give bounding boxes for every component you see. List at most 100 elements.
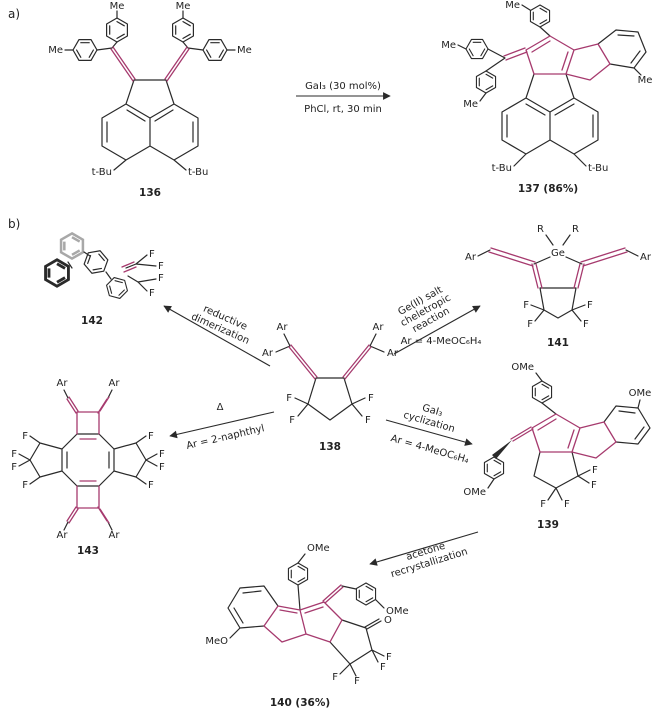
arrow-to-139: GaI₃ cyclization Ar = 4-MeOC₆H₄ <box>385 403 473 466</box>
atom-label-f: F <box>564 499 570 510</box>
structure-142: F F F F 142 <box>44 232 164 327</box>
atom-label-f: F <box>148 480 154 491</box>
atom-label-f: F <box>159 462 165 473</box>
atom-label-f: F <box>527 319 533 330</box>
atom-label-ar: Ar <box>640 252 652 263</box>
arrow-note: Ar = 4-MeOC₆H₄ <box>401 336 482 347</box>
structure-138: Ar Ar Ar Ar F F F F 138 <box>262 322 399 453</box>
bonds-138 <box>275 333 385 421</box>
panel-b-label: b) <box>8 217 20 231</box>
structure-137: Me Me Me Me t-Bu t-Bu 137 (86%) <box>441 0 652 195</box>
tolyl-ring <box>465 38 489 60</box>
tolyl-ring <box>475 70 497 94</box>
atom-label-ar: Ar <box>387 348 399 359</box>
atom-label-ge: Ge <box>551 248 565 259</box>
atom-label-f: F <box>354 676 360 687</box>
atom-label-meo: MeO <box>205 636 228 647</box>
anisyl-ring <box>355 582 377 606</box>
arrow-139-to-140: acetone recrystallization <box>369 531 479 580</box>
atom-label-ar: Ar <box>57 378 69 389</box>
atom-label-me: Me <box>441 40 456 51</box>
atom-label-f: F <box>289 415 295 426</box>
atom-label-ome: OMe <box>307 543 330 554</box>
atom-label-f: F <box>523 300 529 311</box>
atom-label-f: F <box>158 273 164 284</box>
arrow-line <box>169 411 275 439</box>
atom-label-ar: Ar <box>262 348 274 359</box>
atom-label-f: F <box>386 652 392 663</box>
atom-label-ar: Ar <box>373 322 385 333</box>
tolyl-ring <box>172 17 194 43</box>
arrow-line <box>385 419 473 446</box>
tolyl-ring <box>72 38 98 62</box>
helicene-ring-gray <box>59 232 85 260</box>
arrow-line <box>393 305 481 355</box>
atom-label-o: O <box>384 615 392 626</box>
bonds-143 <box>18 389 158 531</box>
atom-label-f: F <box>11 449 17 460</box>
atom-label-f: F <box>365 415 371 426</box>
atom-label-ar: Ar <box>57 530 69 541</box>
atom-label-f: F <box>286 393 292 404</box>
atom-label-me: Me <box>48 45 63 56</box>
atom-label-f: F <box>540 499 546 510</box>
cumulene-bonds-136 <box>110 46 190 82</box>
anisyl-ring <box>483 456 505 480</box>
atom-label-tbu: t-Bu <box>492 163 512 174</box>
arrow-line <box>163 305 271 367</box>
arrow-to-142: reductive dimerization <box>163 304 271 367</box>
atom-label-f: F <box>332 672 338 683</box>
atom-label-me: Me <box>463 99 478 110</box>
compound-label-139: 139 <box>537 519 559 531</box>
atom-label-me: Me <box>638 75 653 86</box>
bonds-142 <box>67 251 157 292</box>
atom-label-ar: Ar <box>277 322 289 333</box>
tolyl-ring <box>202 38 228 62</box>
atom-label-f: F <box>11 462 17 473</box>
atom-label-f: F <box>22 431 28 442</box>
atom-label-f: F <box>158 261 164 272</box>
arrow-label: Δ <box>217 402 224 413</box>
helicene-ring-bold <box>44 258 70 288</box>
anisyl-ring <box>531 380 553 404</box>
bonds-137 <box>457 4 647 167</box>
wedge-bond <box>492 440 512 459</box>
structure-141: Ge R R Ar Ar F F F F 141 <box>465 224 652 349</box>
atom-label-me: Me <box>176 1 191 12</box>
atom-label-tbu: t-Bu <box>188 167 208 178</box>
arrow-line <box>369 531 479 566</box>
atom-label-tbu: t-Bu <box>92 167 112 178</box>
atom-label-f: F <box>159 449 165 460</box>
atom-label-f: F <box>368 393 374 404</box>
atom-label-r: R <box>537 224 544 235</box>
structure-136: Me Me Me Me t-Bu t-Bu 136 <box>48 1 252 199</box>
bonds-136 <box>64 10 236 171</box>
atom-label-me: Me <box>237 45 252 56</box>
condition-line-2: PhCl, rt, 30 min <box>304 104 382 115</box>
atom-label-me: Me <box>505 0 520 11</box>
tolyl-ring <box>529 4 551 28</box>
highlight-bonds-137 <box>503 35 611 81</box>
arrow-note: Ar = 2-naphthyl <box>185 423 265 452</box>
compound-label-141: 141 <box>547 337 569 349</box>
compound-label-143: 143 <box>77 545 99 557</box>
highlight-bonds-139 <box>510 413 617 459</box>
atom-label-ome: OMe <box>386 606 409 617</box>
compound-label-137: 137 (86%) <box>518 183 578 195</box>
atom-label-ar: Ar <box>465 252 477 263</box>
atom-label-ar: Ar <box>109 530 121 541</box>
atom-label-r: R <box>572 224 579 235</box>
atom-label-f: F <box>583 319 589 330</box>
arrow-to-143: Δ Ar = 2-naphthyl <box>169 402 275 452</box>
structure-143: Ar Ar Ar Ar F F F F F F F F 143 <box>11 378 165 557</box>
compound-label-140: 140 (36%) <box>270 697 330 709</box>
atom-label-me: Me <box>110 1 125 12</box>
structure-140: OMe OMe MeO O F F F F 140 (36%) <box>205 543 408 709</box>
atom-label-ar: Ar <box>109 378 121 389</box>
reaction-arrow-a: GaI₃ (30 mol%) PhCl, rt, 30 min <box>296 81 391 115</box>
atom-label-f: F <box>149 249 155 260</box>
bonds-139 <box>487 372 651 501</box>
condition-line-1: GaI₃ (30 mol%) <box>305 81 381 92</box>
